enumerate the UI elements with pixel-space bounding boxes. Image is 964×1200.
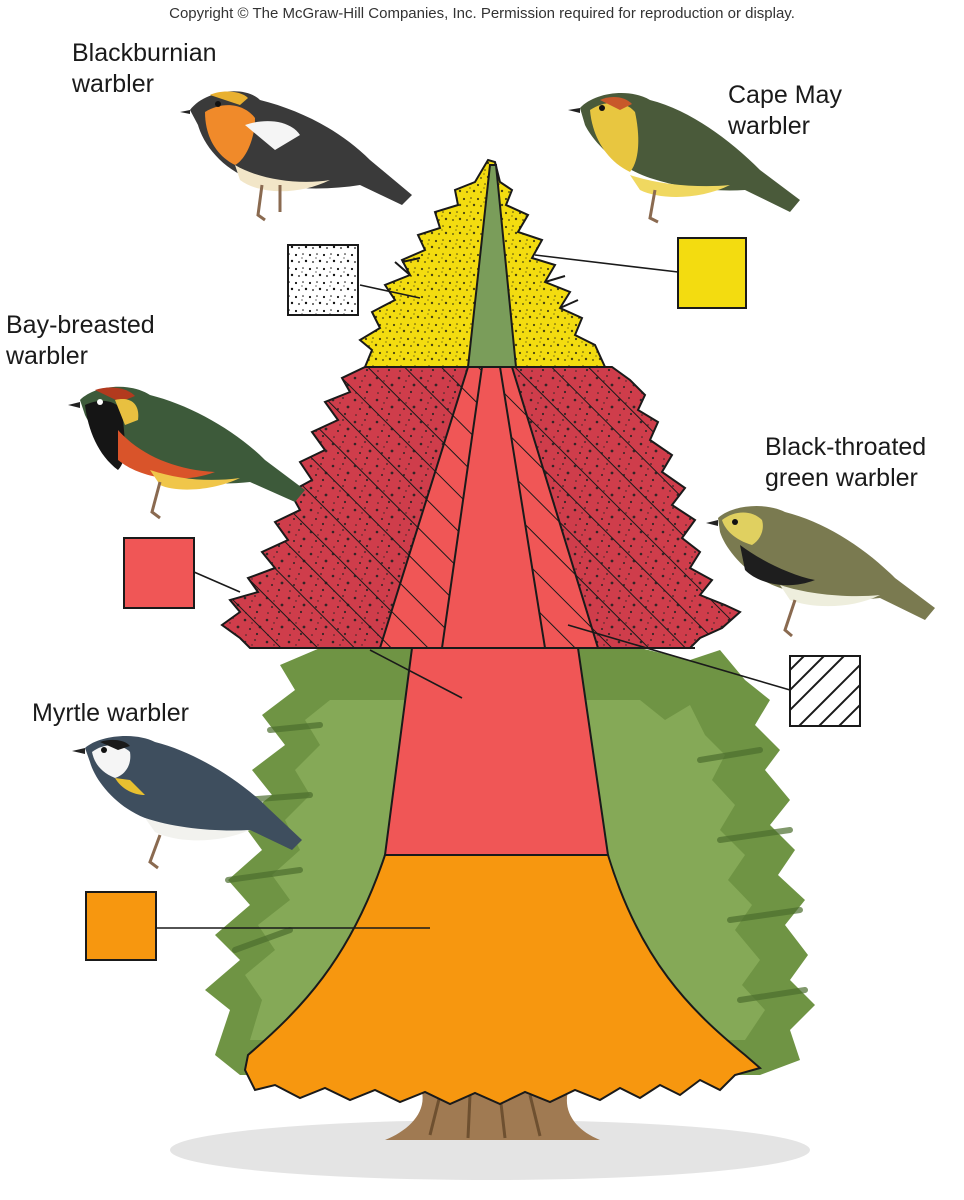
label-black-throated-green-line2: green warbler	[765, 464, 918, 492]
label-blackburnian-line1: Blackburnian	[72, 39, 217, 67]
label-black-throated-green-warbler: Black-throated green warbler	[765, 432, 926, 494]
label-cape-may-line1: Cape May	[728, 81, 842, 109]
label-myrtle-line1: Myrtle warbler	[32, 699, 189, 727]
black-throated-green-warbler-icon	[706, 506, 935, 638]
myrtle-warbler-icon	[72, 736, 302, 870]
ground-shadow	[170, 1120, 810, 1180]
label-bay-breasted-line1: Bay-breasted	[6, 311, 155, 339]
copyright-notice: Copyright © The McGraw-Hill Companies, I…	[169, 5, 795, 22]
label-cape-may-warbler: Cape May warbler	[728, 80, 842, 142]
bay-breasted-lower-zone	[383, 647, 610, 856]
leader-lines	[156, 254, 791, 929]
legend-swatch-blackburnian	[287, 244, 359, 316]
label-black-throated-green-line1: Black-throated	[765, 433, 927, 461]
blackburnian-warbler-icon	[180, 91, 412, 222]
legend-swatch-black-throated-green	[789, 655, 861, 727]
label-bay-breasted-warbler: Bay-breasted warbler	[6, 310, 155, 372]
bay-breasted-warbler-icon	[68, 386, 305, 520]
legend-swatch-cape-may	[677, 237, 747, 309]
cape-may-warbler-icon	[568, 93, 800, 224]
label-bay-breasted-line2: warbler	[6, 342, 88, 370]
label-cape-may-line2: warbler	[728, 112, 810, 140]
legend-swatch-bay-breasted	[123, 537, 195, 609]
myrtle-warbler-zone	[243, 854, 763, 1106]
label-myrtle-warbler: Myrtle warbler	[32, 698, 189, 729]
label-blackburnian-line2: warbler	[72, 70, 154, 98]
label-blackburnian-warbler: Blackburnian warbler	[72, 38, 217, 100]
legend-swatch-myrtle	[85, 891, 157, 961]
